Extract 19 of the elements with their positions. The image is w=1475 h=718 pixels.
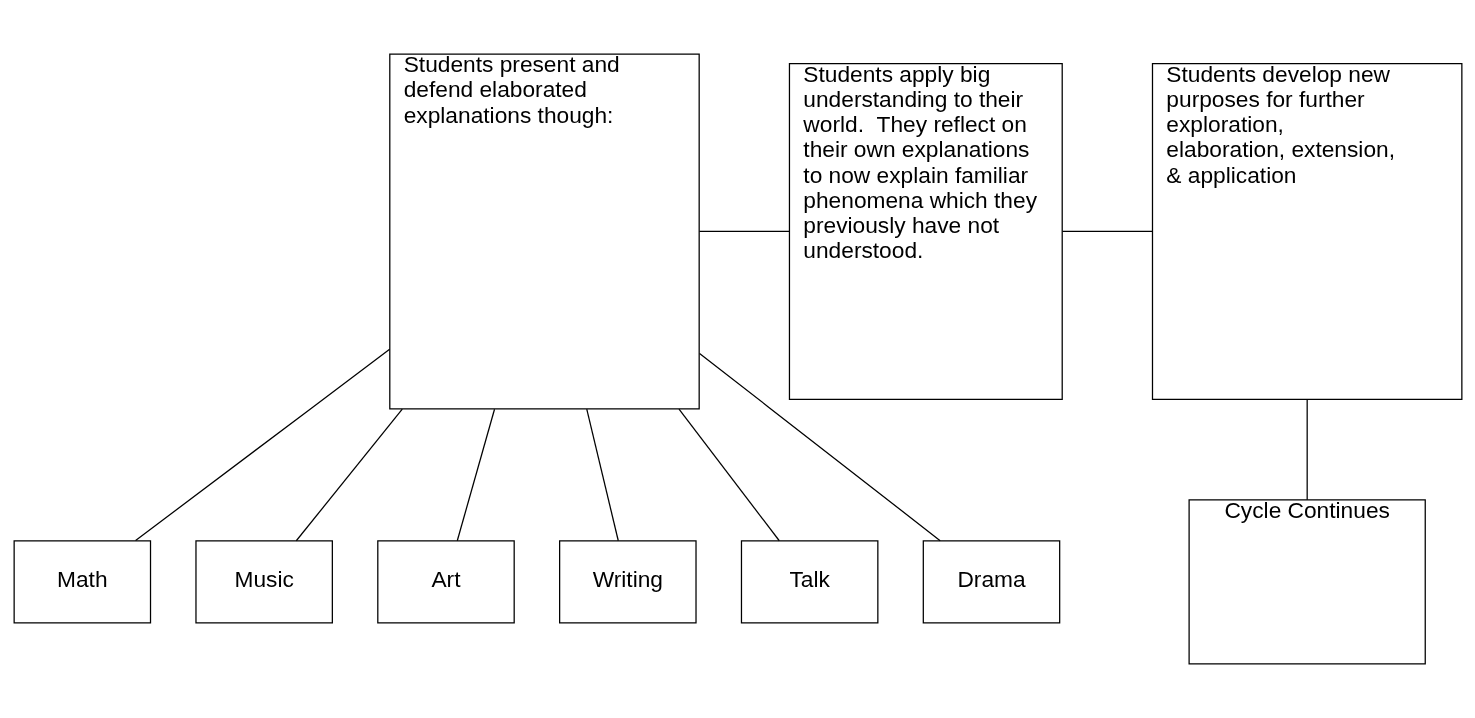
connector [677,408,780,542]
node-box: Music [194,540,333,624]
node-box: Students present and defend elaborated explanations though: [388,53,700,410]
node-box: Talk [740,540,878,624]
node-box: Art [376,540,515,624]
node-box: Students develop new purposes for further exploration, elaboration, extension, & application [1151,62,1462,401]
node-box: Math [13,540,151,624]
node-box: Cycle Continues [1187,499,1426,665]
connector [698,352,941,542]
node-box: Writing [558,540,697,624]
connector [1061,230,1153,233]
node-box: Drama [922,540,1060,624]
node-box: Students apply big understanding to their world. They reflect on their own explanations to now explain familiar phenomena which they previously have not understood. [788,62,1063,401]
connector [698,230,790,233]
connector [134,348,390,542]
connector [295,408,403,542]
connector [585,408,619,542]
connector [456,408,495,542]
connector [1306,398,1308,501]
